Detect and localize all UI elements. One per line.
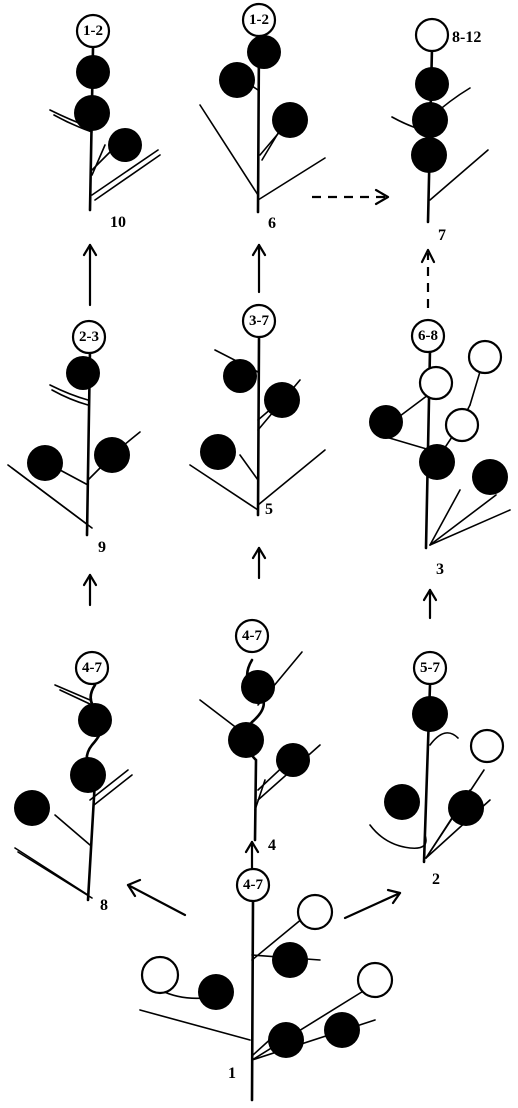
- filled-fruit: [268, 1022, 304, 1058]
- transition-arrows: [82, 188, 438, 920]
- filled-fruit: [78, 703, 112, 737]
- open-fruit: [467, 339, 503, 375]
- arrow-1-to-2: [343, 888, 402, 920]
- filled-fruit: [241, 670, 275, 704]
- stage-5-plant: 3-7 5: [189, 303, 326, 518]
- arrow-8-to-9: [82, 573, 98, 607]
- filled-fruit: [419, 444, 455, 480]
- open-fruit: [140, 955, 180, 995]
- filled-fruit: [264, 382, 300, 418]
- open-fruit: [469, 728, 505, 764]
- stage-8-number: 8: [100, 897, 108, 914]
- stage-6-badge: 1-2: [249, 12, 269, 28]
- arrow-1-to-4: [244, 840, 260, 870]
- stage-8-badge: 4-7: [82, 660, 102, 676]
- open-fruit: [356, 961, 394, 999]
- filled-fruit: [94, 437, 130, 473]
- filled-fruit: [415, 67, 449, 101]
- filled-fruit: [108, 128, 142, 162]
- arrow-9-to-10: [82, 243, 98, 307]
- stage-3-badge: 6-8: [418, 328, 438, 344]
- stage-9-plant: 2-3 9: [7, 319, 141, 556]
- arrow-4-to-5: [251, 546, 267, 580]
- badge-circle: [241, 303, 277, 339]
- open-fruit: [418, 365, 454, 401]
- open-fruit: [414, 17, 450, 53]
- stage-7-badge: 8-12: [452, 29, 481, 46]
- badge-circle: [234, 618, 270, 654]
- stage-6-number: 6: [268, 215, 276, 232]
- badge-circle: [71, 319, 107, 355]
- open-fruit: [444, 407, 480, 443]
- filled-fruit: [27, 445, 63, 481]
- stage-10-number: 10: [110, 214, 126, 231]
- badge-circle: [235, 867, 271, 903]
- filled-fruit: [384, 784, 420, 820]
- stage-1-number: 1: [228, 1065, 236, 1082]
- stage-3-plant: 6-8 3: [369, 318, 511, 578]
- filled-fruit: [472, 459, 508, 495]
- filled-fruit: [219, 62, 255, 98]
- filled-fruit: [412, 696, 448, 732]
- stage-2-plant: 5-7 2: [369, 650, 505, 888]
- stage-7-number: 7: [438, 227, 446, 244]
- stage-3-number: 3: [436, 561, 444, 578]
- stage-5-number: 5: [265, 501, 273, 518]
- filled-fruit: [324, 1012, 360, 1048]
- filled-fruit: [70, 757, 106, 793]
- badge-circle: [412, 650, 448, 686]
- arrow-3-to-7: [420, 248, 436, 308]
- stage-9-number: 9: [98, 539, 106, 556]
- arrow-5-to-6: [251, 243, 267, 294]
- stage-10-plant: 1-2 10: [49, 13, 161, 231]
- arrow-6-to-7: [312, 188, 390, 206]
- stage-5-badge: 3-7: [249, 313, 269, 329]
- badge-circle: [75, 13, 111, 49]
- stage-6-plant: 1-2 6: [199, 2, 326, 232]
- filled-fruit: [369, 405, 403, 439]
- filled-fruit: [272, 102, 308, 138]
- filled-fruit: [448, 790, 484, 826]
- filled-fruit: [66, 356, 100, 390]
- stage-2-badge: 5-7: [420, 660, 440, 676]
- filled-fruit: [14, 790, 50, 826]
- stage-2-number: 2: [432, 871, 440, 888]
- stage-9-badge: 2-3: [79, 329, 99, 345]
- badge-circle: [241, 2, 277, 38]
- filled-fruit: [200, 434, 236, 470]
- filled-fruit: [74, 95, 110, 131]
- arrow-1-to-8: [126, 878, 187, 917]
- filled-fruit: [276, 743, 310, 777]
- filled-fruit: [198, 974, 234, 1010]
- stage-4-badge: 4-7: [242, 628, 262, 644]
- badge-circle: [74, 650, 110, 686]
- filled-fruit: [228, 722, 264, 758]
- stage-1-plant: 4-7 1: [139, 867, 394, 1102]
- stage-1-badge: 4-7: [243, 877, 263, 893]
- filled-fruit: [76, 55, 110, 89]
- filled-fruit: [412, 102, 448, 138]
- stage-8-plant: 4-7 8: [14, 650, 133, 914]
- badge-circle: [410, 318, 446, 354]
- arrow-2-to-3: [422, 588, 438, 620]
- stage-4-plant: 4-7 4: [199, 618, 321, 854]
- stage-7-plant: 8-12 7: [391, 17, 489, 244]
- filled-fruit: [411, 137, 447, 173]
- open-fruit: [296, 893, 334, 931]
- filled-fruit: [272, 942, 308, 978]
- filled-fruit: [247, 35, 281, 69]
- filled-fruit: [223, 359, 257, 393]
- stage-4-number: 4: [268, 837, 276, 854]
- stage-10-badge: 1-2: [83, 23, 103, 39]
